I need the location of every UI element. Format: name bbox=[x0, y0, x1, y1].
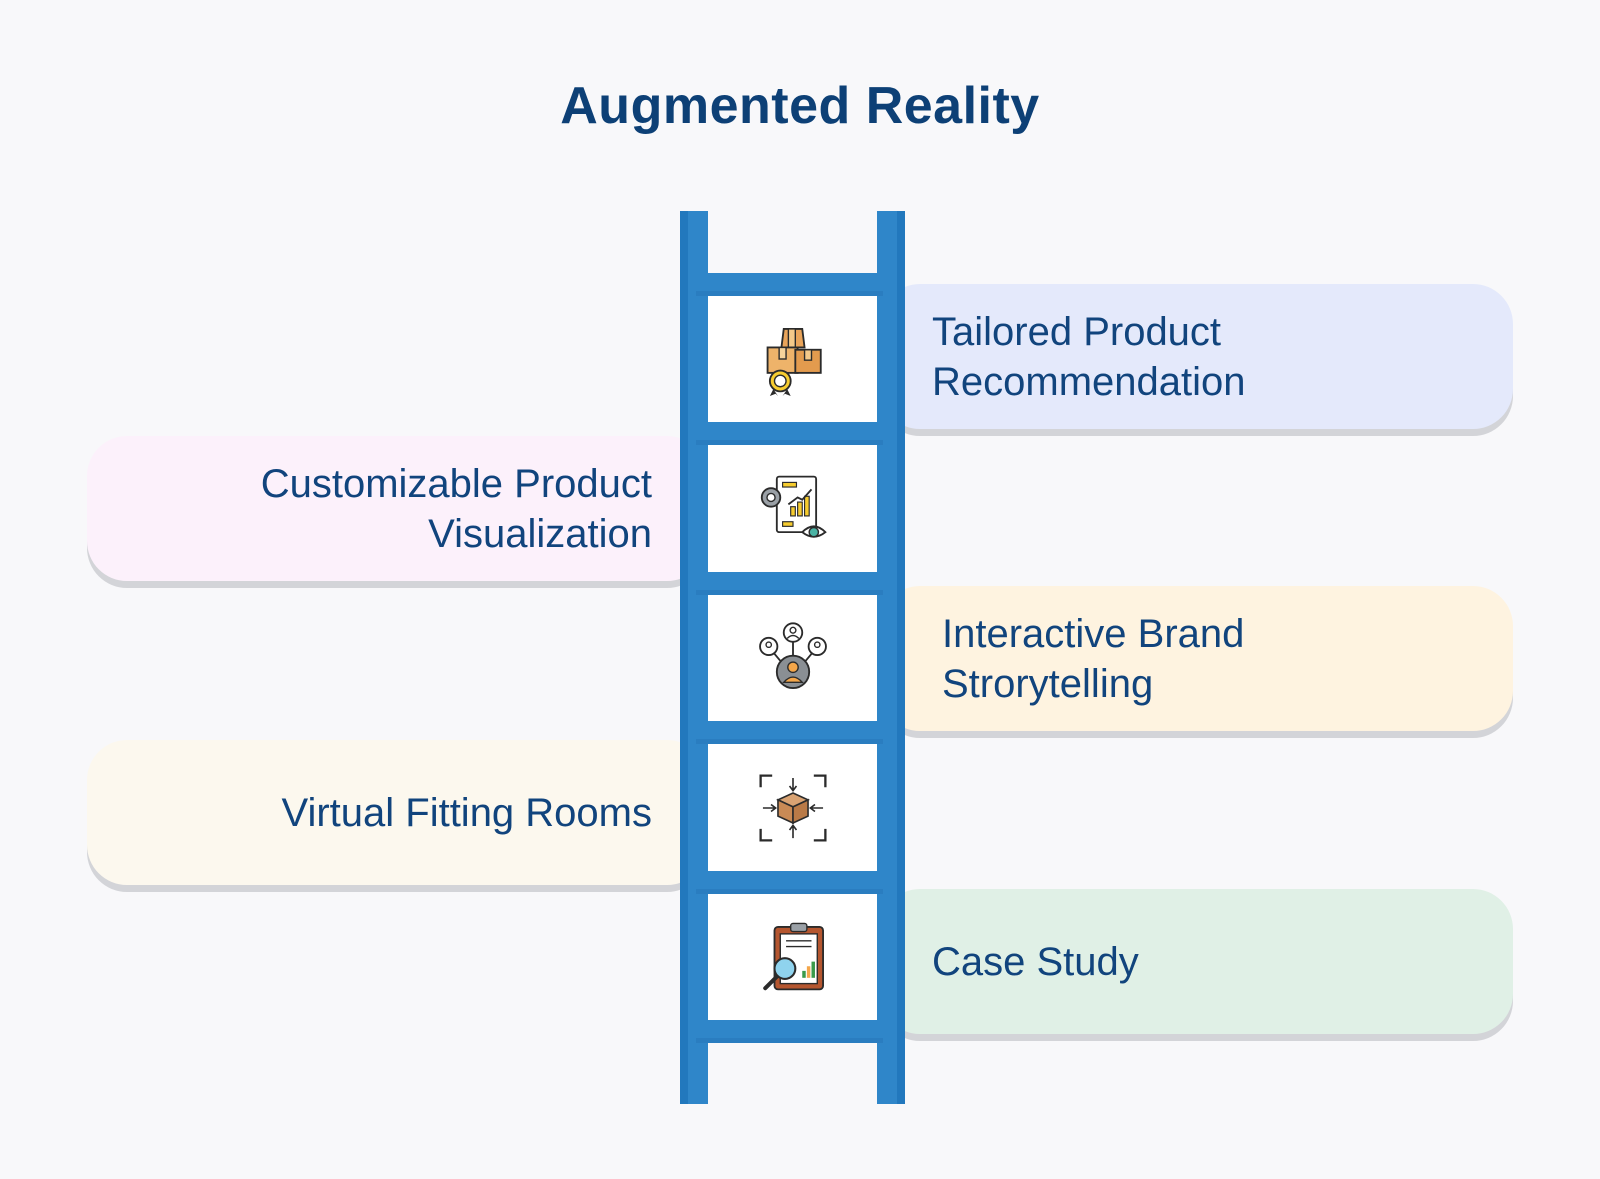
ladder-cell-5 bbox=[708, 894, 877, 1020]
ladder-cell-1 bbox=[708, 296, 877, 422]
ladder-rail-left bbox=[680, 211, 708, 1104]
user-network-icon bbox=[758, 622, 827, 689]
ladder-rung bbox=[696, 1020, 883, 1043]
step-label: Virtual Fitting Rooms bbox=[281, 790, 652, 835]
ladder-rung bbox=[696, 422, 883, 445]
ladder-cell-4 bbox=[708, 744, 877, 871]
step-label: Case Study bbox=[932, 939, 1139, 984]
ladder-cell-2 bbox=[708, 445, 877, 572]
step-card-virtual-fitting-rooms: Virtual Fitting Rooms bbox=[87, 740, 707, 885]
ladder-rung bbox=[696, 273, 883, 296]
analytics-report-icon bbox=[760, 475, 827, 538]
ladder-rail-right bbox=[877, 211, 905, 1104]
ladder-rung bbox=[696, 572, 883, 595]
ladder-cell-3 bbox=[708, 595, 877, 721]
clipboard-magnifier-icon bbox=[762, 922, 824, 991]
step-card-case-study: Case Study bbox=[880, 889, 1513, 1034]
product-boxes-badge-icon bbox=[766, 328, 822, 396]
ladder-rung bbox=[696, 871, 883, 894]
page-title: Augmented Reality bbox=[560, 77, 1040, 135]
ladder-rung bbox=[696, 721, 883, 744]
box-scan-icon bbox=[758, 773, 827, 842]
